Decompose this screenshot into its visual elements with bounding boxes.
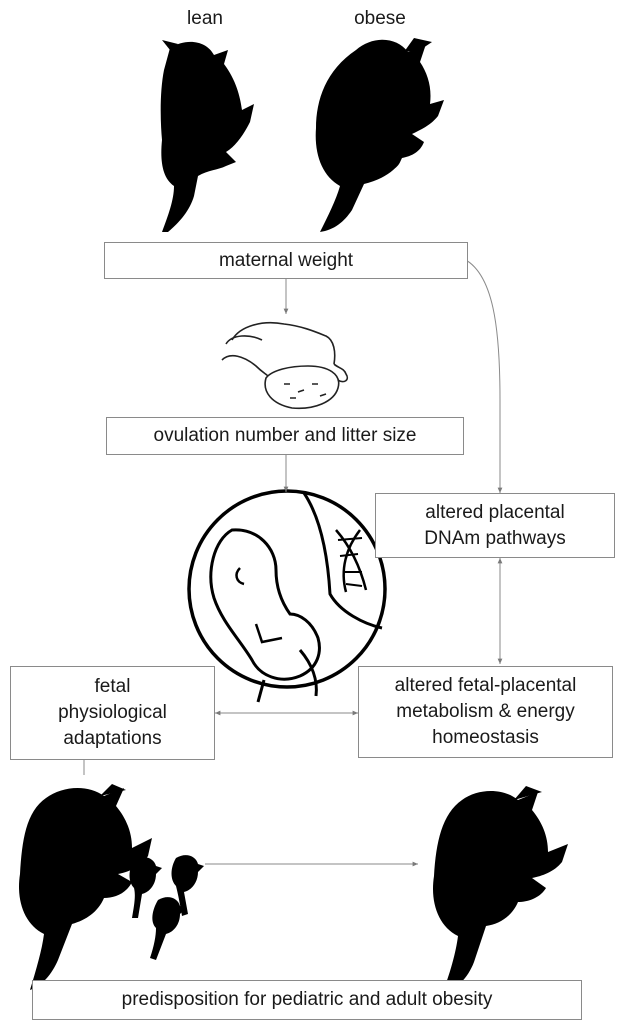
fetal-placental-metabolism-box: altered fetal-placental metabolism & ene…: [358, 666, 613, 758]
connector-arrows: [83, 257, 503, 867]
ovulation-box: ovulation number and litter size: [106, 417, 464, 455]
arrow-weight-to-placental: [461, 257, 503, 493]
fetal-adaptations-box: fetal physiological adaptations: [10, 666, 215, 760]
fetal-placental-metabolism-text: altered fetal-placental metabolism & ene…: [394, 675, 577, 748]
mother-possum-with-joeys-silhouette: [19, 784, 204, 990]
adult-possum-silhouette: [433, 786, 568, 994]
lean-label: lean: [187, 8, 223, 29]
uterus-ovary-sketch: [221, 322, 349, 410]
maternal-weight-box: maternal weight: [104, 242, 468, 279]
fetal-adaptations-text: fetal physiological adaptations: [58, 676, 167, 749]
maternal-weight-text: maternal weight: [218, 249, 354, 271]
predisposition-box: predisposition for pediatric and adult o…: [32, 980, 582, 1020]
placental-dnam-box: altered placental DNAm pathways: [375, 493, 615, 558]
ovulation-text: ovulation number and litter size: [153, 425, 417, 446]
obese-label: obese: [354, 8, 406, 29]
lean-possum-silhouette: [160, 40, 254, 232]
placental-dnam-text: altered placental DNAm pathways: [424, 501, 566, 549]
predisposition-text: predisposition for pediatric and adult o…: [121, 989, 493, 1010]
obese-possum-silhouette: [315, 38, 444, 233]
fetus-circle-illustration: [187, 489, 387, 703]
